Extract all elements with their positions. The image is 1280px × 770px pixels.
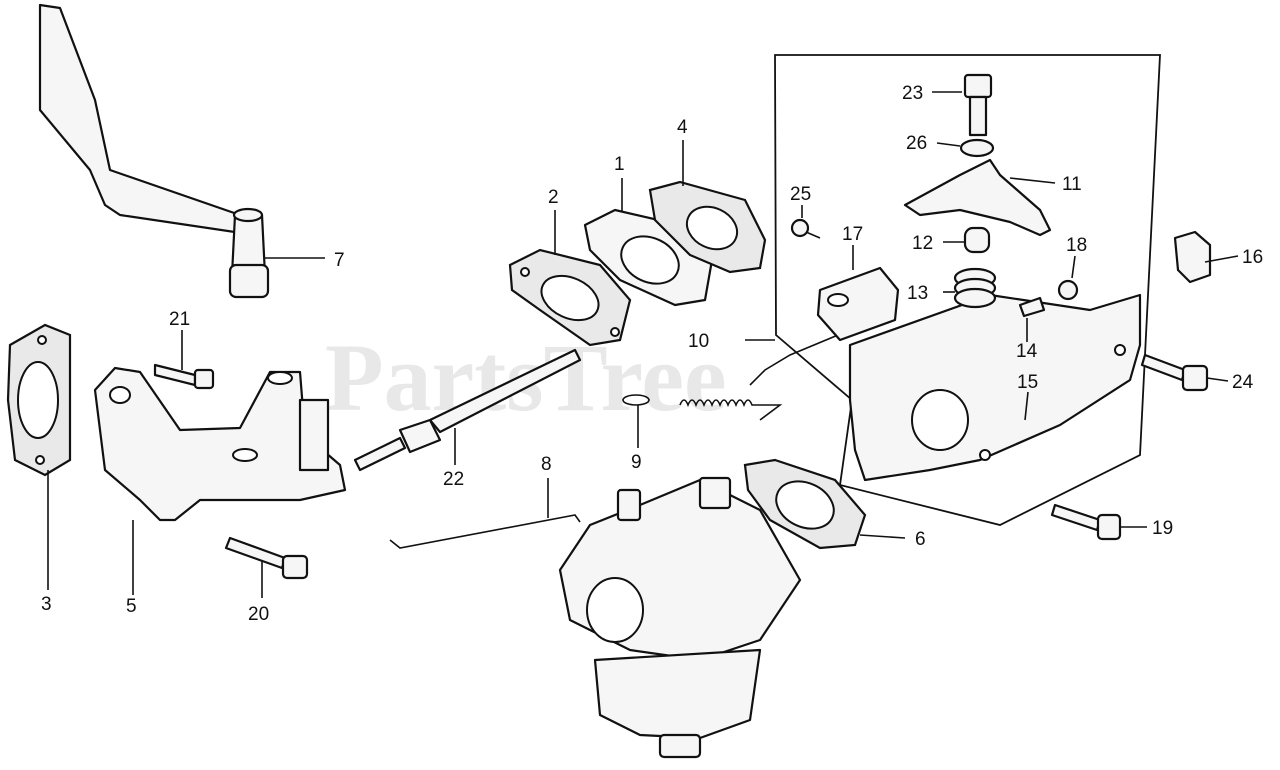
callout-19: 19 (1152, 518, 1173, 539)
carburetor (558, 476, 802, 759)
governor-spring (679, 399, 783, 421)
part-14-screw (1018, 296, 1046, 318)
callout-25: 25 (790, 184, 811, 205)
part-24-bolt (1140, 353, 1209, 392)
callout-13: 13 (907, 283, 928, 304)
callout-23: 23 (902, 83, 923, 104)
part-7-lever (38, 3, 270, 299)
callouts: 1 2 3 4 5 6 7 8 9 10 11 12 13 14 15 16 1… (41, 83, 1263, 625)
part-15-bracket-plate (848, 293, 1142, 482)
callout-3: 3 (41, 594, 52, 615)
part-13-spring (953, 267, 997, 309)
part-16-clip (1173, 230, 1212, 284)
callout-6: 6 (915, 529, 926, 550)
part-26-washer (959, 138, 995, 158)
part-12-collar (963, 226, 991, 254)
callout-9: 9 (631, 452, 642, 473)
part-23-bolt (963, 73, 993, 137)
callout-8: 8 (541, 454, 552, 475)
part-20-bolt (224, 536, 309, 580)
part-5-intake-body (93, 366, 347, 522)
callout-4: 4 (677, 117, 688, 138)
part-17-switch (816, 266, 900, 342)
callout-5: 5 (126, 596, 137, 617)
part-4-gasket (648, 180, 767, 274)
part-6-gasket (743, 458, 867, 550)
callout-20: 20 (248, 604, 269, 625)
callout-11: 11 (1062, 174, 1082, 195)
callout-14: 14 (1016, 341, 1038, 362)
callout-12: 12 (912, 233, 933, 254)
assembly-group-outline (774, 54, 1161, 526)
part-11-lever (903, 158, 1052, 237)
leader-lines (47, 91, 1239, 598)
part-22-stud (353, 348, 582, 472)
callout-1: 1 (614, 154, 625, 175)
callout-17: 17 (842, 224, 863, 245)
callout-21: 21 (169, 309, 190, 330)
part-9-clip (622, 394, 650, 406)
callout-7: 7 (334, 250, 345, 271)
part-2-gasket (508, 248, 632, 347)
part-8-link-rod (389, 514, 581, 549)
part-19-bolt (1050, 503, 1122, 541)
callout-10: 10 (688, 331, 709, 352)
part-3-gasket (6, 323, 72, 477)
callout-2: 2 (548, 187, 559, 208)
part-21-bolt (153, 363, 215, 390)
part-18-nut (1057, 279, 1079, 301)
callout-15: 15 (1017, 372, 1038, 393)
callout-16: 16 (1242, 247, 1263, 268)
callout-26: 26 (906, 133, 927, 154)
callout-22: 22 (443, 469, 464, 490)
part-25-screw (790, 218, 821, 239)
callout-24: 24 (1232, 372, 1254, 393)
callout-18: 18 (1066, 235, 1087, 256)
